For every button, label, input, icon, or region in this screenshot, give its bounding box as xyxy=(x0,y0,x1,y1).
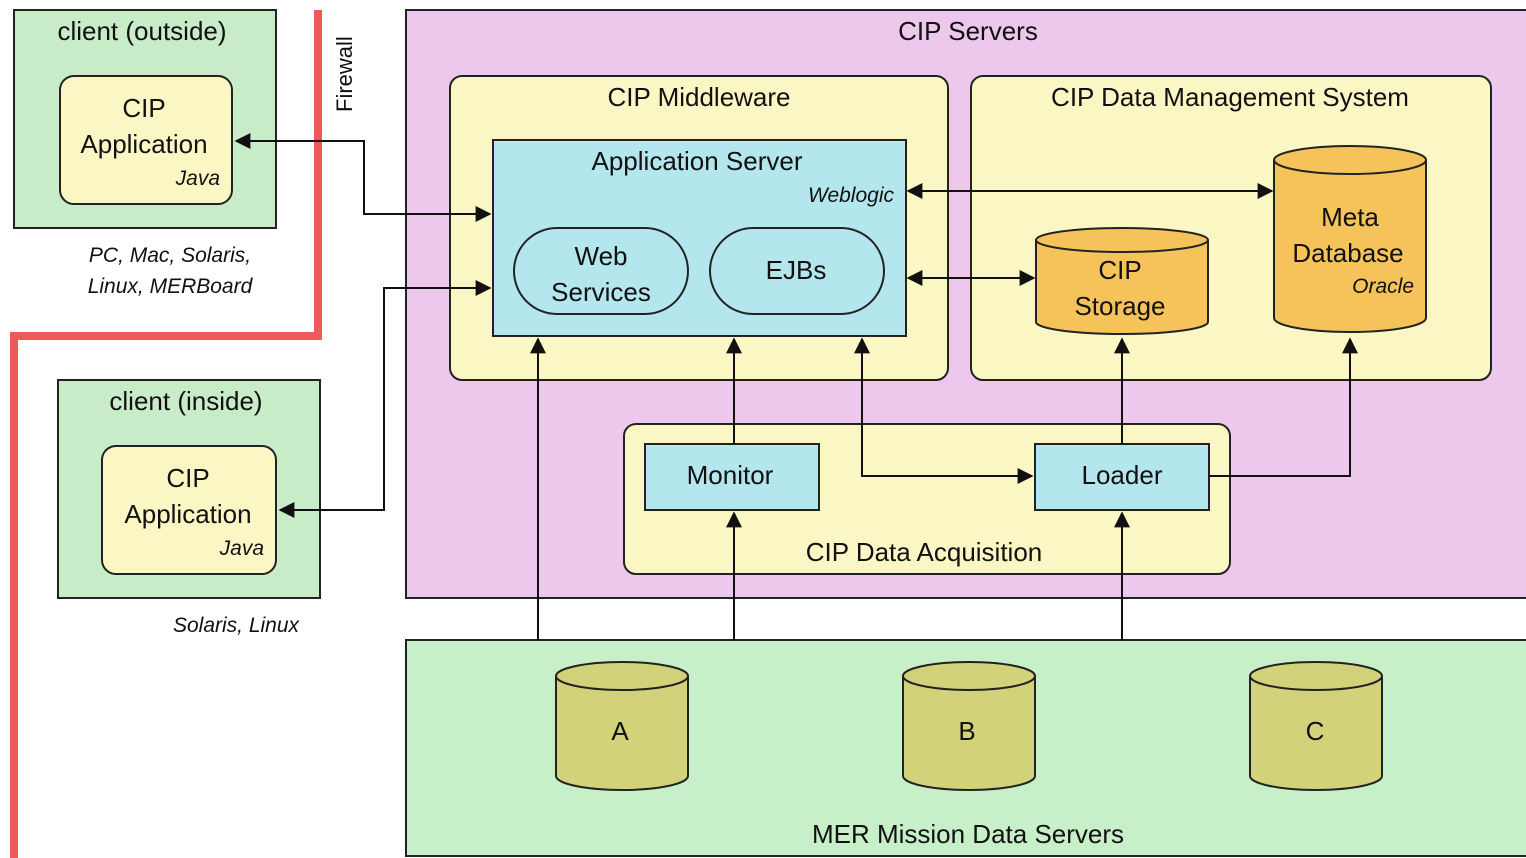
client-inside-app xyxy=(101,445,277,575)
acquisition-title: CIP Data Acquisition xyxy=(806,537,1043,567)
meta-database-tech: Oracle xyxy=(1352,275,1414,298)
client-outside-platforms-line1: PC, Mac, Solaris, xyxy=(89,244,251,267)
client-outside-app-line2: Application xyxy=(80,129,207,159)
cip-storage-line2: Storage xyxy=(1074,291,1165,321)
web-services-pill xyxy=(513,227,689,315)
client-outside-title: client (outside) xyxy=(57,16,226,46)
client-inside-title: client (inside) xyxy=(109,386,262,416)
mission-database-b-label: B xyxy=(958,716,975,746)
client-outside-app-line1: CIP xyxy=(122,93,165,123)
cip-servers-title: CIP Servers xyxy=(898,16,1038,46)
application-server-tech: Weblogic xyxy=(808,184,894,207)
connector-inside-client-app-server xyxy=(278,280,492,518)
ejbs-label: EJBs xyxy=(766,255,827,285)
client-outside-box: client (outside) CIP Application Java xyxy=(13,9,277,229)
application-server-title: Application Server xyxy=(592,146,803,176)
mission-database-c-label: C xyxy=(1306,716,1325,746)
firewall-label: Firewall xyxy=(332,36,357,112)
monitor-box xyxy=(644,443,820,511)
client-outside-app-tech: Java xyxy=(175,167,220,190)
meta-database-line1: Meta xyxy=(1321,202,1379,232)
cip-storage-line1: CIP xyxy=(1098,255,1141,285)
client-inside-app-line1: CIP xyxy=(166,463,209,493)
mission-database-b: B xyxy=(902,661,1036,791)
client-inside-platforms: Solaris, Linux xyxy=(173,614,301,637)
mission-database-a-label: A xyxy=(611,716,629,746)
connector-outside-client-app-server xyxy=(234,133,492,222)
connector-loader-meta-database xyxy=(1209,337,1358,477)
dms-title: CIP Data Management System xyxy=(1051,82,1409,112)
web-services-line1: Web xyxy=(575,241,628,271)
middleware-title: CIP Middleware xyxy=(607,82,790,112)
connector-ejbs-loader xyxy=(854,337,1034,484)
client-outside-app xyxy=(59,75,233,205)
cip-storage-database: CIP Storage xyxy=(1035,227,1209,335)
loader-label: Loader xyxy=(1082,460,1163,490)
ejbs-pill xyxy=(709,227,885,315)
client-inside-app-tech: Java xyxy=(219,537,264,560)
mission-servers-title: MER Mission Data Servers xyxy=(812,819,1124,849)
client-outside-platforms-line2: Linux, MERBoard xyxy=(88,275,254,298)
mission-database-c: C xyxy=(1249,661,1383,791)
meta-database-line2: Database xyxy=(1292,238,1403,268)
mission-database-a: A xyxy=(555,661,689,791)
monitor-label: Monitor xyxy=(687,460,774,490)
client-inside-box: client (inside) CIP Application Java xyxy=(57,379,321,599)
meta-database: Meta Database Oracle xyxy=(1273,145,1427,333)
client-inside-app-line2: Application xyxy=(124,499,251,529)
web-services-line2: Services xyxy=(551,277,651,307)
